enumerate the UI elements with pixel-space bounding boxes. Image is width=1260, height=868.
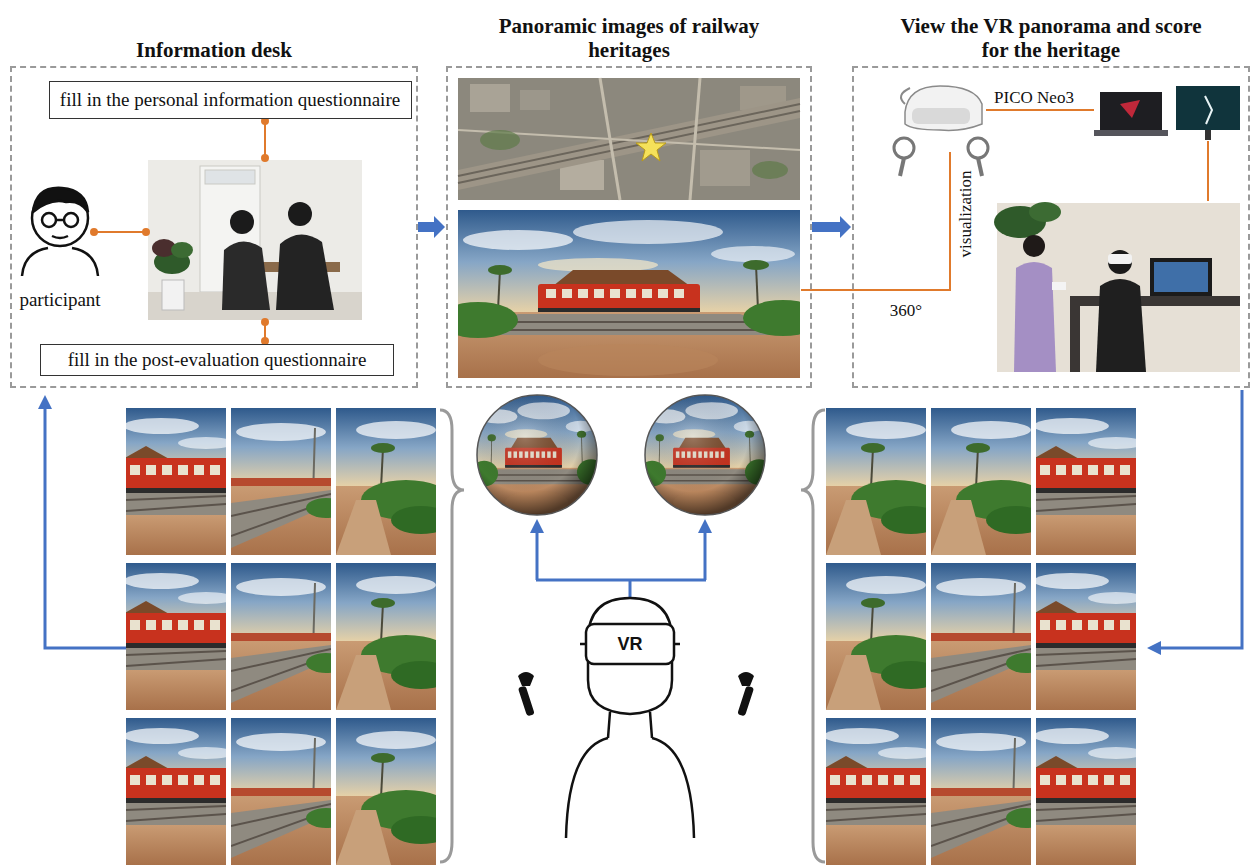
device-label: PICO Neo3 xyxy=(994,88,1074,108)
panorama-tile-grid xyxy=(821,408,1144,865)
headset-label: VR xyxy=(614,634,645,655)
questionnaire-text: fill in the post-evaluation questionnair… xyxy=(68,349,367,371)
vr-user-icon xyxy=(566,598,694,838)
panel-heading: View the VR panorama and score for the h… xyxy=(886,14,1216,62)
flow-arrow xyxy=(812,222,841,232)
laptop xyxy=(1094,92,1168,136)
panel-frame: Information deskfill in the personal inf… xyxy=(10,66,418,388)
monitor xyxy=(1176,86,1240,140)
questionnaire-box: fill in the personal information questio… xyxy=(49,81,412,119)
panel-frame: Panoramic images of railway heritages xyxy=(446,66,812,388)
vr-session-photo xyxy=(994,202,1240,372)
vr-controller xyxy=(518,672,754,716)
questionnaire-box: fill in the post-evaluation questionnair… xyxy=(40,344,394,376)
participant-label: participant xyxy=(19,289,100,311)
panel-heading: Information desk xyxy=(14,38,414,62)
questionnaire-text: fill in the personal information questio… xyxy=(60,89,400,111)
panel-heading: Panoramic images of railway heritages xyxy=(479,14,779,62)
leader-line xyxy=(91,118,268,344)
angle-label: 360° xyxy=(890,301,922,321)
process-label: visualization xyxy=(956,171,976,258)
view-arrow xyxy=(536,532,706,598)
vr-headset xyxy=(894,86,988,176)
satellite-map xyxy=(458,78,800,200)
flow-arrow xyxy=(418,222,435,232)
panel-frame: View the VR panorama and score for the h… xyxy=(852,66,1250,388)
information-desk-photo xyxy=(148,160,362,320)
panorama-sphere xyxy=(470,395,773,515)
panorama-image xyxy=(438,210,823,378)
participant-icon xyxy=(22,188,98,276)
panorama-tile-grid xyxy=(121,408,451,865)
